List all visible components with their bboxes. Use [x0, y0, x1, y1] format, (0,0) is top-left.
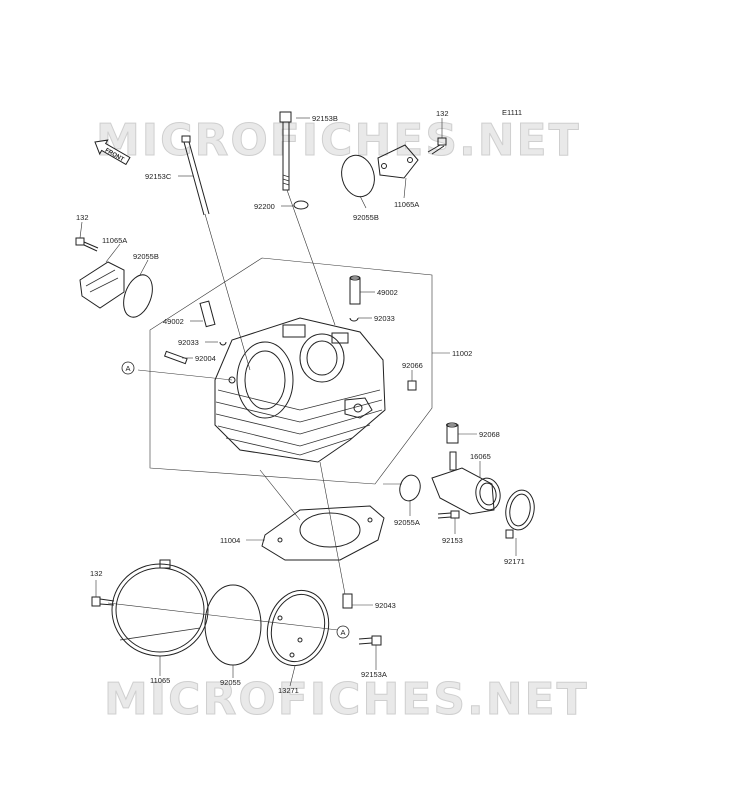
o-ring-92055A: [399, 474, 421, 502]
o-ring-92055B-top: [341, 154, 375, 198]
cover-13271: [266, 589, 330, 667]
label-92171: 92171: [504, 557, 525, 566]
o-ring-92055: [204, 584, 262, 666]
label-49002-right: 49002: [377, 288, 398, 297]
cap-11065A-top: [377, 144, 419, 179]
dowel-92068: [446, 422, 459, 444]
washer-92200: [293, 200, 309, 210]
intake-16065: [431, 451, 501, 515]
label-92055B-top: 92055B: [353, 213, 379, 222]
label-11004: 11004: [220, 536, 240, 545]
label-11065: 11065: [150, 676, 170, 685]
label-132-bottom: 132: [90, 569, 103, 578]
cylinder-head: [214, 317, 386, 463]
label-92033-right: 92033: [374, 314, 395, 323]
label-11002: 11002: [452, 349, 472, 358]
label-13271: 13271: [278, 686, 299, 695]
o-ring-92055B-left: [123, 274, 153, 318]
clip-92033-left: [219, 341, 227, 346]
bolt-92153B: [279, 111, 336, 326]
assembly-frame: [149, 257, 433, 485]
guide-49002-left: [199, 300, 216, 328]
label-92153B: 92153B: [312, 114, 338, 123]
label-92055: 92055: [220, 678, 241, 687]
dowel-92043: [342, 593, 353, 609]
guide-49002-right: [349, 275, 361, 305]
gasket-11004: [261, 505, 385, 561]
ref-marker-a-top: A: [121, 361, 135, 375]
watermark-bottom: MICROFICHES.NET: [104, 674, 589, 725]
label-132-top: 132: [436, 109, 449, 118]
label-92033-left: 92033: [178, 338, 199, 347]
ref-marker-a-bottom: A: [336, 625, 350, 639]
bolt-92153: [437, 510, 460, 519]
clamp-92171: [505, 489, 535, 539]
svg-text:A: A: [126, 364, 131, 373]
clip-92033-right: [349, 317, 359, 322]
label-92153: 92153: [442, 536, 463, 545]
dowel-92066: [407, 380, 417, 391]
label-132-left: 132: [76, 213, 89, 222]
cover-11065: [111, 559, 209, 657]
label-92004: 92004: [195, 354, 216, 363]
label-92153C: 92153C: [145, 172, 172, 181]
bolt-132-top: [427, 137, 447, 155]
label-11065A-left: 11065A: [102, 236, 127, 245]
label-92043: 92043: [375, 601, 396, 610]
label-92055B-left: 92055B: [133, 252, 159, 261]
bolt-92153C: [181, 135, 251, 371]
label-92153A: 92153A: [361, 670, 387, 679]
ref-code: E1111: [502, 108, 522, 117]
bolt-132-bottom: [91, 596, 115, 607]
svg-text:A: A: [341, 628, 346, 637]
bolt-132-left: [75, 237, 99, 252]
watermark-top: MICROFICHES.NET: [96, 115, 581, 166]
label-16065: 16065: [470, 452, 491, 461]
label-92200: 92200: [254, 202, 275, 211]
label-92066: 92066: [402, 361, 423, 370]
stud-92004: [163, 350, 188, 365]
label-92055A: 92055A: [394, 518, 420, 527]
leader-lines: [79, 117, 517, 687]
label-11065A-top: 11065A: [394, 200, 419, 209]
bolt-92153A: [358, 635, 382, 646]
cap-11065A-left: [79, 261, 125, 309]
label-49002-left: 49002: [163, 317, 184, 326]
label-92068: 92068: [479, 430, 500, 439]
